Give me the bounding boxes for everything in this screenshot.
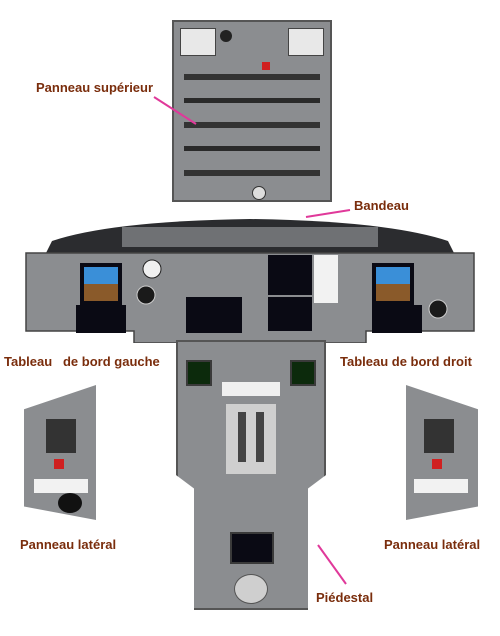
fo-nd <box>372 305 422 333</box>
side-panel-switches <box>424 419 454 453</box>
right-side-panel <box>406 385 478 520</box>
overhead-switch-row <box>184 170 320 176</box>
center-display <box>186 297 242 333</box>
side-panel-light <box>54 459 64 469</box>
fo-pfd-ground <box>376 284 410 301</box>
engine-display-lower <box>268 297 312 331</box>
overhead-gauge <box>252 186 266 200</box>
standby-instrument <box>142 259 162 279</box>
captain-pfd-ground <box>84 284 118 301</box>
throttle-quadrant <box>226 404 276 474</box>
overhead-switch-row <box>184 122 320 128</box>
engine-display-upper <box>268 255 312 295</box>
label-left-panel: Tableau de bord gauche <box>4 354 160 369</box>
captain-cdu-screen <box>186 360 212 386</box>
label-left-side-panel: Panneau latéral <box>20 537 117 552</box>
captain-nd <box>76 305 126 333</box>
checklist-card <box>314 255 338 303</box>
panel-body <box>25 252 475 343</box>
side-panel-placard <box>34 479 88 493</box>
trim-wheel <box>234 574 268 604</box>
overhead-panel <box>172 20 332 202</box>
overhead-switch-row <box>184 74 320 80</box>
throttle-lever <box>256 412 264 462</box>
left-side-panel <box>24 385 96 520</box>
side-panel-switches <box>46 419 76 453</box>
overhead-warning-light <box>262 62 270 70</box>
overhead-switch-row <box>184 98 320 103</box>
label-glareshield: Bandeau <box>354 198 409 213</box>
main-instrument-panel <box>25 219 475 343</box>
side-panel-placard <box>414 479 468 493</box>
comm-panel <box>222 382 280 396</box>
throttle-lever <box>238 412 246 462</box>
overhead-switch-row <box>184 146 320 151</box>
pedestal-display <box>230 532 274 564</box>
leader-pedestal <box>317 544 347 585</box>
overhead-window-right <box>288 28 324 56</box>
glareshield-mcp <box>122 227 378 247</box>
overhead-window-left <box>180 28 216 56</box>
label-pedestal: Piédestal <box>316 590 374 605</box>
captain-pfd-sky <box>84 267 118 284</box>
tiller-handle <box>58 493 82 513</box>
fo-pfd-sky <box>376 267 410 284</box>
fo-gauge <box>428 299 448 319</box>
clock-gauge <box>136 285 156 305</box>
label-right-panel: Tableau de bord droit <box>340 354 472 369</box>
fo-cdu-screen <box>290 360 316 386</box>
side-panel-light <box>432 459 442 469</box>
label-overhead-panel: Panneau supérieur <box>36 80 154 95</box>
pedestal <box>176 340 326 610</box>
overhead-knob <box>220 30 232 42</box>
label-right-side-panel: Panneau latéral <box>384 537 481 552</box>
